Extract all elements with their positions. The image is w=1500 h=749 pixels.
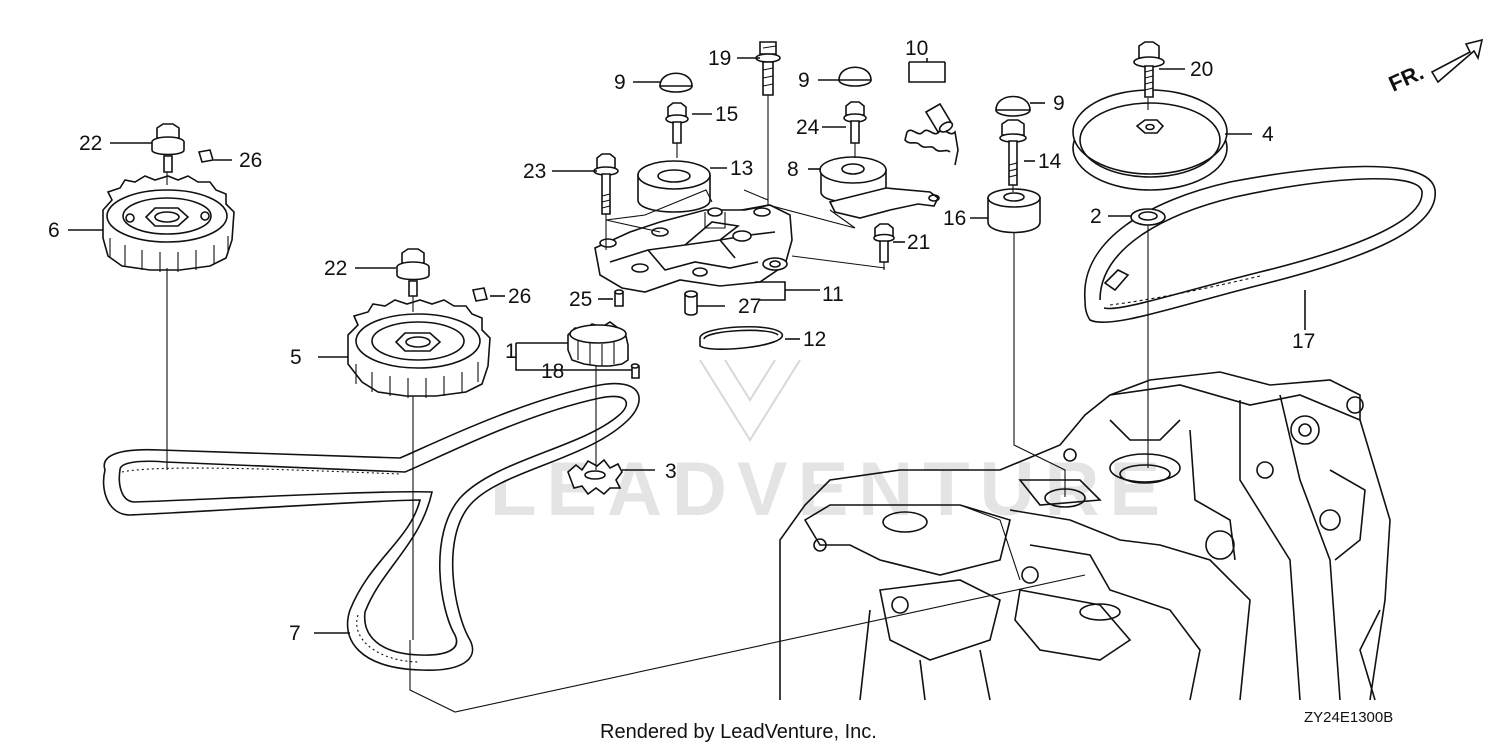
gear-5	[347, 299, 491, 398]
callout-17: 17	[1292, 330, 1315, 353]
pin-18	[630, 363, 640, 379]
callout-12: 12	[803, 328, 826, 351]
callout-11: 11	[822, 283, 844, 306]
callout-25: 25	[569, 288, 592, 311]
stud-19	[755, 41, 781, 96]
callout-22-lower: 22	[324, 257, 347, 280]
spring-10	[904, 102, 959, 166]
bolt-22-lower	[396, 248, 430, 297]
diagram-code: ZY24E1300B	[1304, 709, 1393, 726]
callout-26-lower: 26	[508, 285, 531, 308]
idler-13	[637, 160, 711, 213]
belt-17	[1084, 165, 1436, 324]
pulley-4	[1072, 89, 1228, 191]
assembly-guide-lines	[166, 95, 1149, 713]
callout-26-upper: 26	[239, 149, 262, 172]
cap-9-middle	[838, 66, 872, 87]
callout-3: 3	[665, 460, 677, 483]
callout-7: 7	[289, 622, 301, 645]
sprocket-3	[567, 458, 623, 496]
callout-23: 23	[523, 160, 546, 183]
leader-lines	[68, 57, 1306, 634]
key-26-upper	[197, 149, 215, 163]
callout-2: 2	[1090, 205, 1102, 228]
bolt-22-upper	[151, 123, 185, 173]
bolt-14	[999, 119, 1027, 186]
bolt-15	[665, 102, 689, 144]
callout-9-right: 9	[1053, 92, 1065, 115]
base-plate-11	[594, 204, 793, 293]
dowel-25	[614, 289, 624, 307]
callout-19: 19	[708, 47, 731, 70]
callout-15: 15	[715, 103, 738, 126]
callout-22-upper: 22	[79, 132, 102, 155]
gear-1	[567, 321, 629, 367]
callout-16: 16	[943, 207, 966, 230]
o-ring-12	[699, 326, 783, 351]
callout-13: 13	[730, 157, 753, 180]
front-direction-arrow-icon: FR.	[1385, 38, 1484, 97]
callout-5: 5	[290, 346, 302, 369]
bolt-23	[593, 153, 619, 215]
callout-27: 27	[738, 295, 761, 318]
callout-21: 21	[907, 231, 930, 254]
collar-16	[987, 188, 1041, 234]
callout-4: 4	[1262, 123, 1274, 146]
cap-9-left	[659, 72, 693, 93]
tensioner-8	[819, 156, 940, 219]
callout-20: 20	[1190, 58, 1213, 81]
cap-9-right	[995, 95, 1031, 117]
key-26-lower	[471, 287, 489, 302]
callout-6: 6	[48, 219, 60, 242]
bolt-24	[843, 101, 867, 144]
callout-24: 24	[796, 116, 820, 139]
dowel-27	[684, 290, 698, 316]
credit-text: Rendered by LeadVenture, Inc.	[600, 721, 877, 743]
gear-6	[102, 175, 235, 272]
callout-9-middle: 9	[798, 69, 810, 92]
callout-10: 10	[905, 37, 928, 60]
seal-2	[1130, 208, 1166, 226]
callout-14: 14	[1038, 150, 1062, 173]
callout-18: 18	[541, 360, 564, 383]
belt-7	[102, 382, 640, 671]
callout-labels: 1 2 3 4 5 6 7 8 9 9 9 10 11 12 13 14 15 …	[48, 37, 1315, 645]
engine-block	[779, 371, 1391, 701]
direction-label: FR.	[1385, 59, 1428, 96]
bolt-21	[873, 223, 895, 263]
callout-1: 1	[505, 340, 517, 363]
callout-8: 8	[787, 158, 799, 181]
callout-9-left: 9	[614, 71, 626, 94]
bolt-20	[1133, 41, 1165, 98]
